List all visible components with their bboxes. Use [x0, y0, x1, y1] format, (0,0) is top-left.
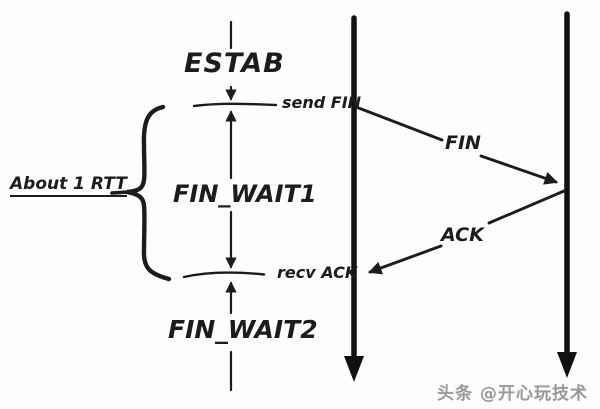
- message-label-ack: ACK: [441, 224, 484, 246]
- event-label-recv-ack: recv ACK: [277, 263, 358, 282]
- server-timeline-arrowhead-icon: [557, 352, 577, 378]
- state-label-fin-wait1: FIN_WAIT1: [173, 180, 317, 208]
- event-label-send-fin: send FIN: [282, 93, 362, 112]
- rtt-annotation: About 1 RTT: [10, 176, 127, 197]
- fin-arrow-seg2: [479, 154, 558, 185]
- recv-ack-tick: [182, 271, 266, 279]
- ack-message-arrow: [368, 189, 566, 275]
- server-timeline: [557, 11, 577, 378]
- fin-arrow-seg1: [354, 105, 444, 142]
- send-fin-tick: [192, 102, 278, 108]
- rtt-brace: [126, 104, 172, 282]
- state-label-fin-wait2: FIN_WAIT2: [168, 315, 318, 344]
- client-timeline: [344, 15, 364, 382]
- ack-arrow-seg2: [368, 244, 443, 275]
- state-label-estab: ESTAB: [184, 48, 285, 79]
- rtt-pointer-dash: [110, 190, 132, 195]
- ack-arrow-seg1: [487, 189, 566, 225]
- watermark-text: 头条 @开心玩技术: [437, 384, 588, 404]
- message-label-fin: FIN: [445, 132, 481, 154]
- fin-message-arrow: [354, 105, 558, 185]
- client-timeline-arrowhead-icon: [344, 356, 364, 382]
